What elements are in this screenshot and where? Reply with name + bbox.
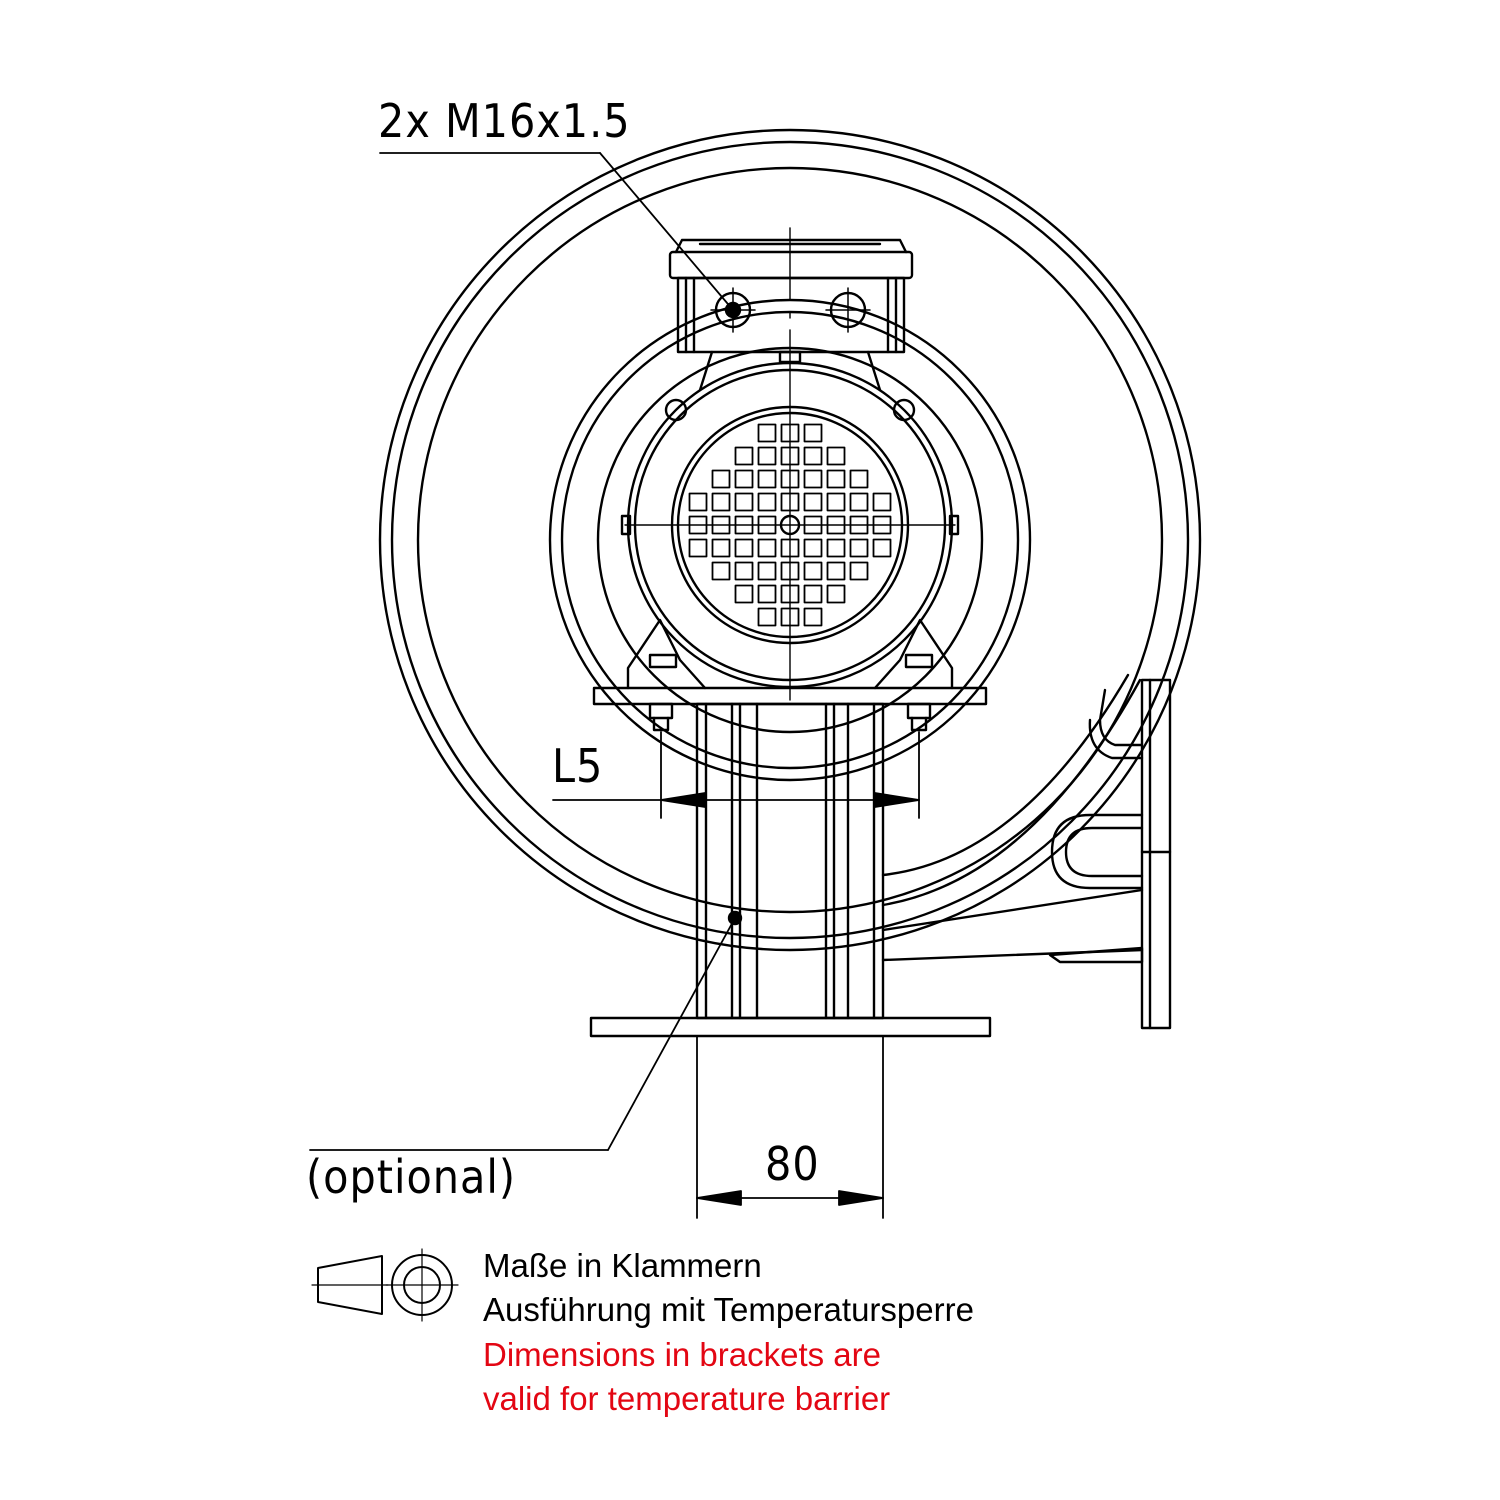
grille-opening [826,492,846,512]
dimension-80-label: 80 [765,1137,820,1191]
grille-opening [688,538,708,558]
grille-opening [803,423,823,443]
dimension-l5-label: L5 [552,739,603,793]
fan-housing [378,128,1202,1030]
center-lines [624,227,956,701]
grille-opening [826,469,846,489]
grille-opening [849,492,869,512]
grille-opening [803,492,823,512]
grille-opening [734,446,754,466]
dimension-l5 [552,731,920,819]
grille-opening [757,492,777,512]
grille-opening [803,561,823,581]
grille-opening [757,423,777,443]
grille-opening [826,446,846,466]
grille-opening [711,492,731,512]
first-angle-projection-icon [311,1248,459,1322]
grille-opening [803,538,823,558]
grille-opening [757,469,777,489]
grille-opening [826,584,846,604]
grille-opening [734,538,754,558]
support-pedestal [695,702,885,1020]
optional-label: (optional) [306,1150,516,1204]
thread-callout-leader [379,152,734,311]
grille-opening [711,469,731,489]
grille-opening [803,446,823,466]
grille-opening [849,469,869,489]
legend-line-german-1: Maße in Klammern [483,1247,762,1284]
optional-leader [309,917,736,1151]
legend-line-english-2: valid for temperature barrier [483,1380,891,1417]
dimension-80 [696,1035,884,1219]
terminal-box [668,238,914,354]
grille-opening [688,492,708,512]
grille-opening [757,561,777,581]
grille-opening [757,584,777,604]
grille-opening [734,492,754,512]
grille-opening [803,469,823,489]
grille-opening [757,446,777,466]
thread-callout-label: 2x M16x1.5 [378,94,631,148]
grille-opening [872,492,892,512]
grille-opening [826,538,846,558]
grille-opening [734,469,754,489]
grille-opening [849,561,869,581]
grille-opening [757,538,777,558]
grille-opening [757,607,777,627]
grille-opening [826,561,846,581]
grille-opening [872,538,892,558]
grille-opening [849,538,869,558]
grille-opening [803,607,823,627]
grille-opening [711,561,731,581]
legend-line-german-2: Ausführung mit Temperatursperre [483,1291,974,1328]
legend-line-english-1: Dimensions in brackets are [483,1336,881,1373]
cable-gland-right [825,287,871,333]
grille-opening [803,584,823,604]
grille-opening [711,538,731,558]
grille-opening [734,561,754,581]
grille-opening [734,584,754,604]
foot-plate [589,1016,992,1038]
